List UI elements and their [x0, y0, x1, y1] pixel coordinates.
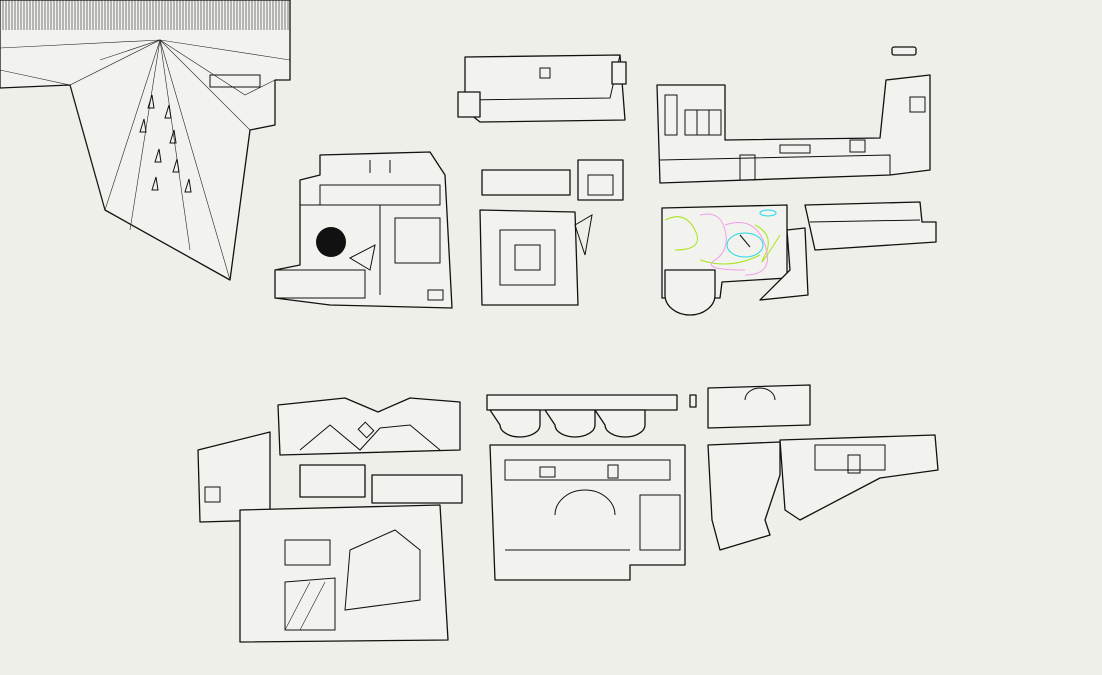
black-circle-icon	[316, 227, 346, 257]
faceted-roof-part	[0, 0, 291, 281]
chevron-roof-part	[197, 397, 463, 643]
colored-terrain-part	[661, 201, 937, 316]
round-window-part	[274, 151, 453, 309]
small-tab-part	[891, 46, 917, 56]
angled-wing-part	[707, 384, 939, 551]
square-courtyard-part	[479, 159, 624, 306]
l-shaped-building-part	[656, 74, 931, 184]
arched-bay-part	[486, 394, 697, 581]
long-box-part	[457, 54, 627, 123]
